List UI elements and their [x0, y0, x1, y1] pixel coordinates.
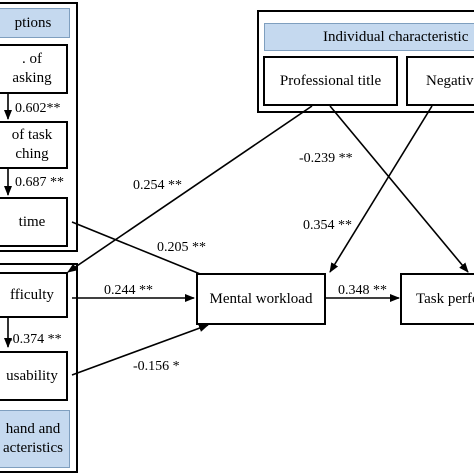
arrow-time-to-workload: [71, 221, 216, 281]
box-time: time: [0, 197, 68, 247]
right-top-group-band: Individual characteristic: [264, 23, 474, 51]
left-bottom-group: [0, 263, 78, 473]
coef-workload-performance: 0.348 **: [338, 283, 387, 298]
coef-title-performance: -0.239 **: [299, 151, 353, 166]
right-top-group: [257, 10, 474, 113]
left-top-group: [0, 2, 78, 252]
coef-time-workload: 0.205 **: [157, 240, 206, 255]
coef-title-left-group: 0.254 **: [133, 178, 182, 193]
coef-difficulty-usability: -0.374 **: [8, 332, 62, 347]
box-task-performance: Task perfo: [400, 273, 474, 325]
left-bottom-group-band: hand and acteristics: [0, 410, 70, 468]
arrow-negative-to-workload: [329, 105, 433, 273]
coef-difficulty-workload: 0.244 **: [104, 283, 153, 298]
box-negative: Negativ: [406, 56, 474, 106]
left-top-group-band: ptions: [0, 8, 70, 38]
box-multitasking: . of asking: [0, 44, 68, 94]
box-task-switching: of task ching: [0, 121, 68, 169]
coef-multitasking-switching: 0.602**: [15, 101, 61, 116]
box-professional-title: Professional title: [263, 56, 398, 106]
box-usability: usability: [0, 351, 68, 401]
arrow-usability-to-workload: [71, 324, 209, 376]
arrow-title-to-performance: [329, 105, 469, 273]
coef-usability-workload: -0.156 *: [133, 359, 180, 374]
coef-switching-time: 0.687 **: [15, 175, 64, 190]
coef-negative-workload: 0.354 **: [303, 218, 352, 233]
arrow-title-to-left-group: [67, 105, 313, 273]
box-difficulty: fficulty: [0, 272, 68, 318]
box-mental-workload: Mental workload: [196, 273, 326, 325]
